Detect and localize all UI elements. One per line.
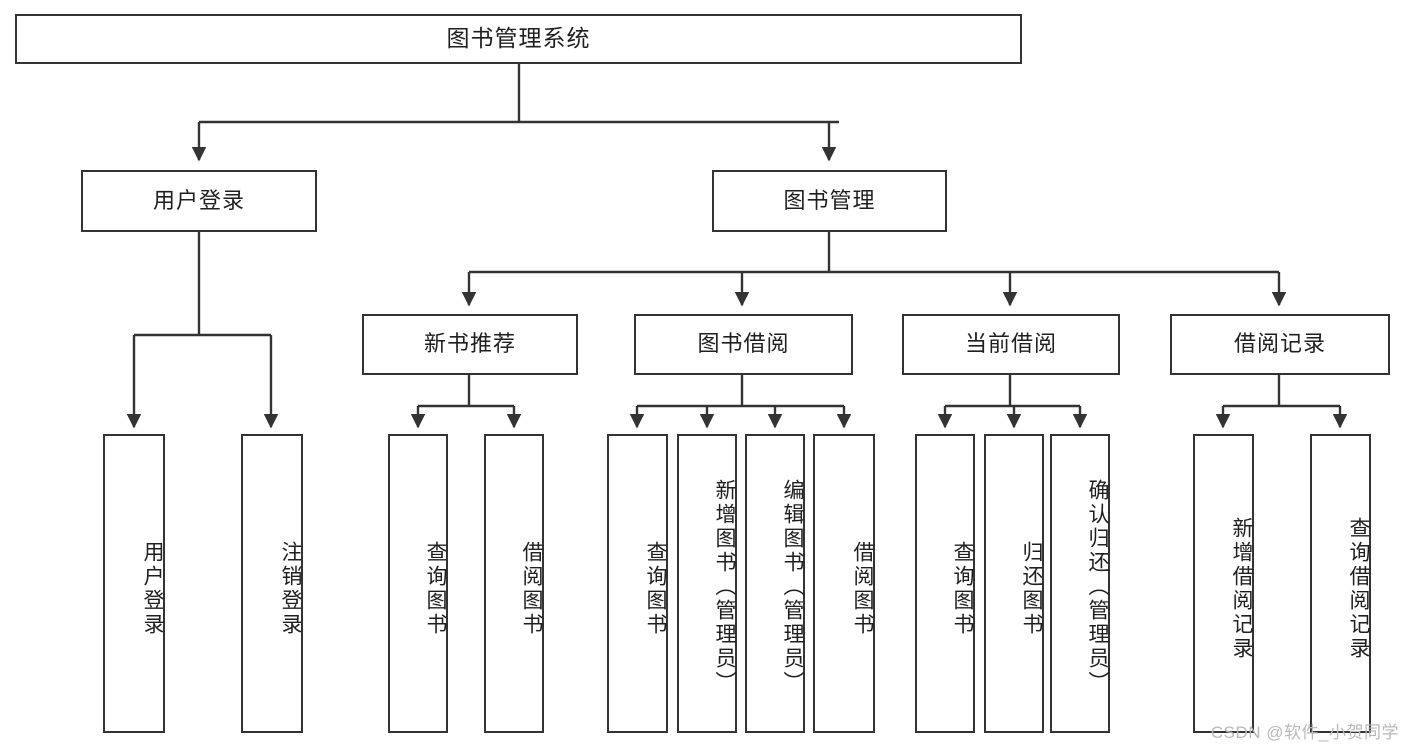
node-label: 注销登录 — [279, 540, 302, 637]
node-label: 用户登录 — [152, 187, 245, 213]
node-label: 借阅记录 — [1233, 331, 1326, 357]
leaf-borrow-record-query[interactable]: 查询借阅记录 — [1310, 434, 1371, 733]
node-label: 借阅图书 — [520, 540, 543, 637]
leaf-book-borrow-edit-admin[interactable]: 编辑图书（管理员） — [745, 434, 805, 733]
leaf-current-borrow-query[interactable]: 查询图书 — [915, 434, 975, 733]
node-label: 当前借阅 — [964, 331, 1057, 357]
node-label: 归还图书 — [1020, 540, 1043, 637]
node-label: 图书管理系统 — [446, 25, 591, 52]
csdn-watermark: CSDN @软件_小贺同学 — [1210, 723, 1399, 742]
node-label: 图书管理 — [783, 187, 876, 213]
leaf-user-login-logout[interactable]: 注销登录 — [241, 434, 303, 733]
node-label: 查询借阅记录 — [1347, 516, 1370, 661]
node-label: 新增图书（管理员） — [713, 478, 736, 695]
leaf-user-login-login[interactable]: 用户登录 — [103, 434, 165, 733]
leaf-borrow-record-add[interactable]: 新增借阅记录 — [1193, 434, 1254, 733]
node-label: 确认归还（管理员） — [1086, 478, 1109, 695]
node-label: 查询图书 — [644, 540, 667, 637]
node-root-library-system[interactable]: 图书管理系统 — [15, 14, 1022, 64]
node-label: 图书借阅 — [697, 331, 790, 357]
node-label: 查询图书 — [951, 540, 974, 637]
leaf-new-book-borrow[interactable]: 借阅图书 — [484, 434, 544, 733]
node-user-login[interactable]: 用户登录 — [81, 170, 317, 232]
node-label: 借阅图书 — [851, 540, 874, 637]
node-label: 编辑图书（管理员） — [781, 478, 804, 695]
node-book-management[interactable]: 图书管理 — [712, 170, 947, 232]
node-label: 新增借阅记录 — [1230, 516, 1253, 661]
node-current-borrow[interactable]: 当前借阅 — [902, 314, 1120, 375]
leaf-new-book-query[interactable]: 查询图书 — [388, 434, 448, 733]
leaf-book-borrow-add-admin[interactable]: 新增图书（管理员） — [677, 434, 737, 733]
node-label: 用户登录 — [141, 540, 164, 637]
leaf-current-borrow-return[interactable]: 归还图书 — [984, 434, 1044, 733]
node-borrow-record[interactable]: 借阅记录 — [1170, 314, 1390, 375]
node-book-borrow[interactable]: 图书借阅 — [634, 314, 853, 375]
leaf-book-borrow-query[interactable]: 查询图书 — [607, 434, 668, 733]
node-new-book-recommend[interactable]: 新书推荐 — [362, 314, 578, 375]
node-label: 新书推荐 — [423, 331, 516, 357]
leaf-book-borrow-borrow[interactable]: 借阅图书 — [813, 434, 875, 733]
leaf-current-borrow-confirm-admin[interactable]: 确认归还（管理员） — [1050, 434, 1110, 733]
node-label: 查询图书 — [424, 540, 447, 637]
